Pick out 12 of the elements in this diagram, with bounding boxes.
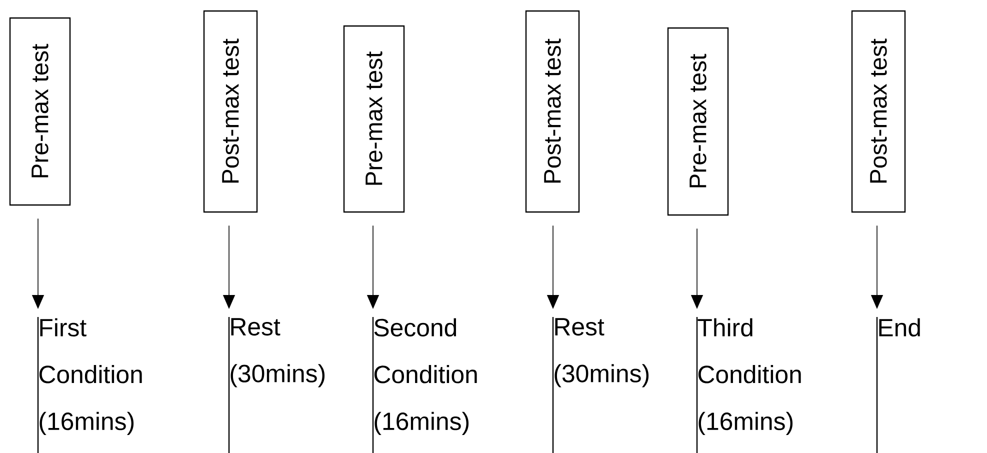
phase-label: First Condition (16mins) — [37, 317, 142, 453]
phase-label: Second Condition (16mins) — [372, 317, 477, 453]
test-box: Pre-max test — [343, 25, 405, 213]
phase-label: Rest (30mins) — [552, 317, 649, 453]
test-box: Pre-max test — [667, 27, 729, 216]
test-box: Post-max test — [525, 10, 580, 213]
test-box: Post-max test — [851, 10, 906, 213]
phase-label: Rest (30mins) — [228, 317, 325, 453]
phase-label: Third Condition (16mins) — [696, 317, 801, 453]
phase-label: End — [876, 317, 920, 453]
test-box: Pre-max test — [9, 17, 71, 206]
test-box: Post-max test — [203, 10, 258, 213]
